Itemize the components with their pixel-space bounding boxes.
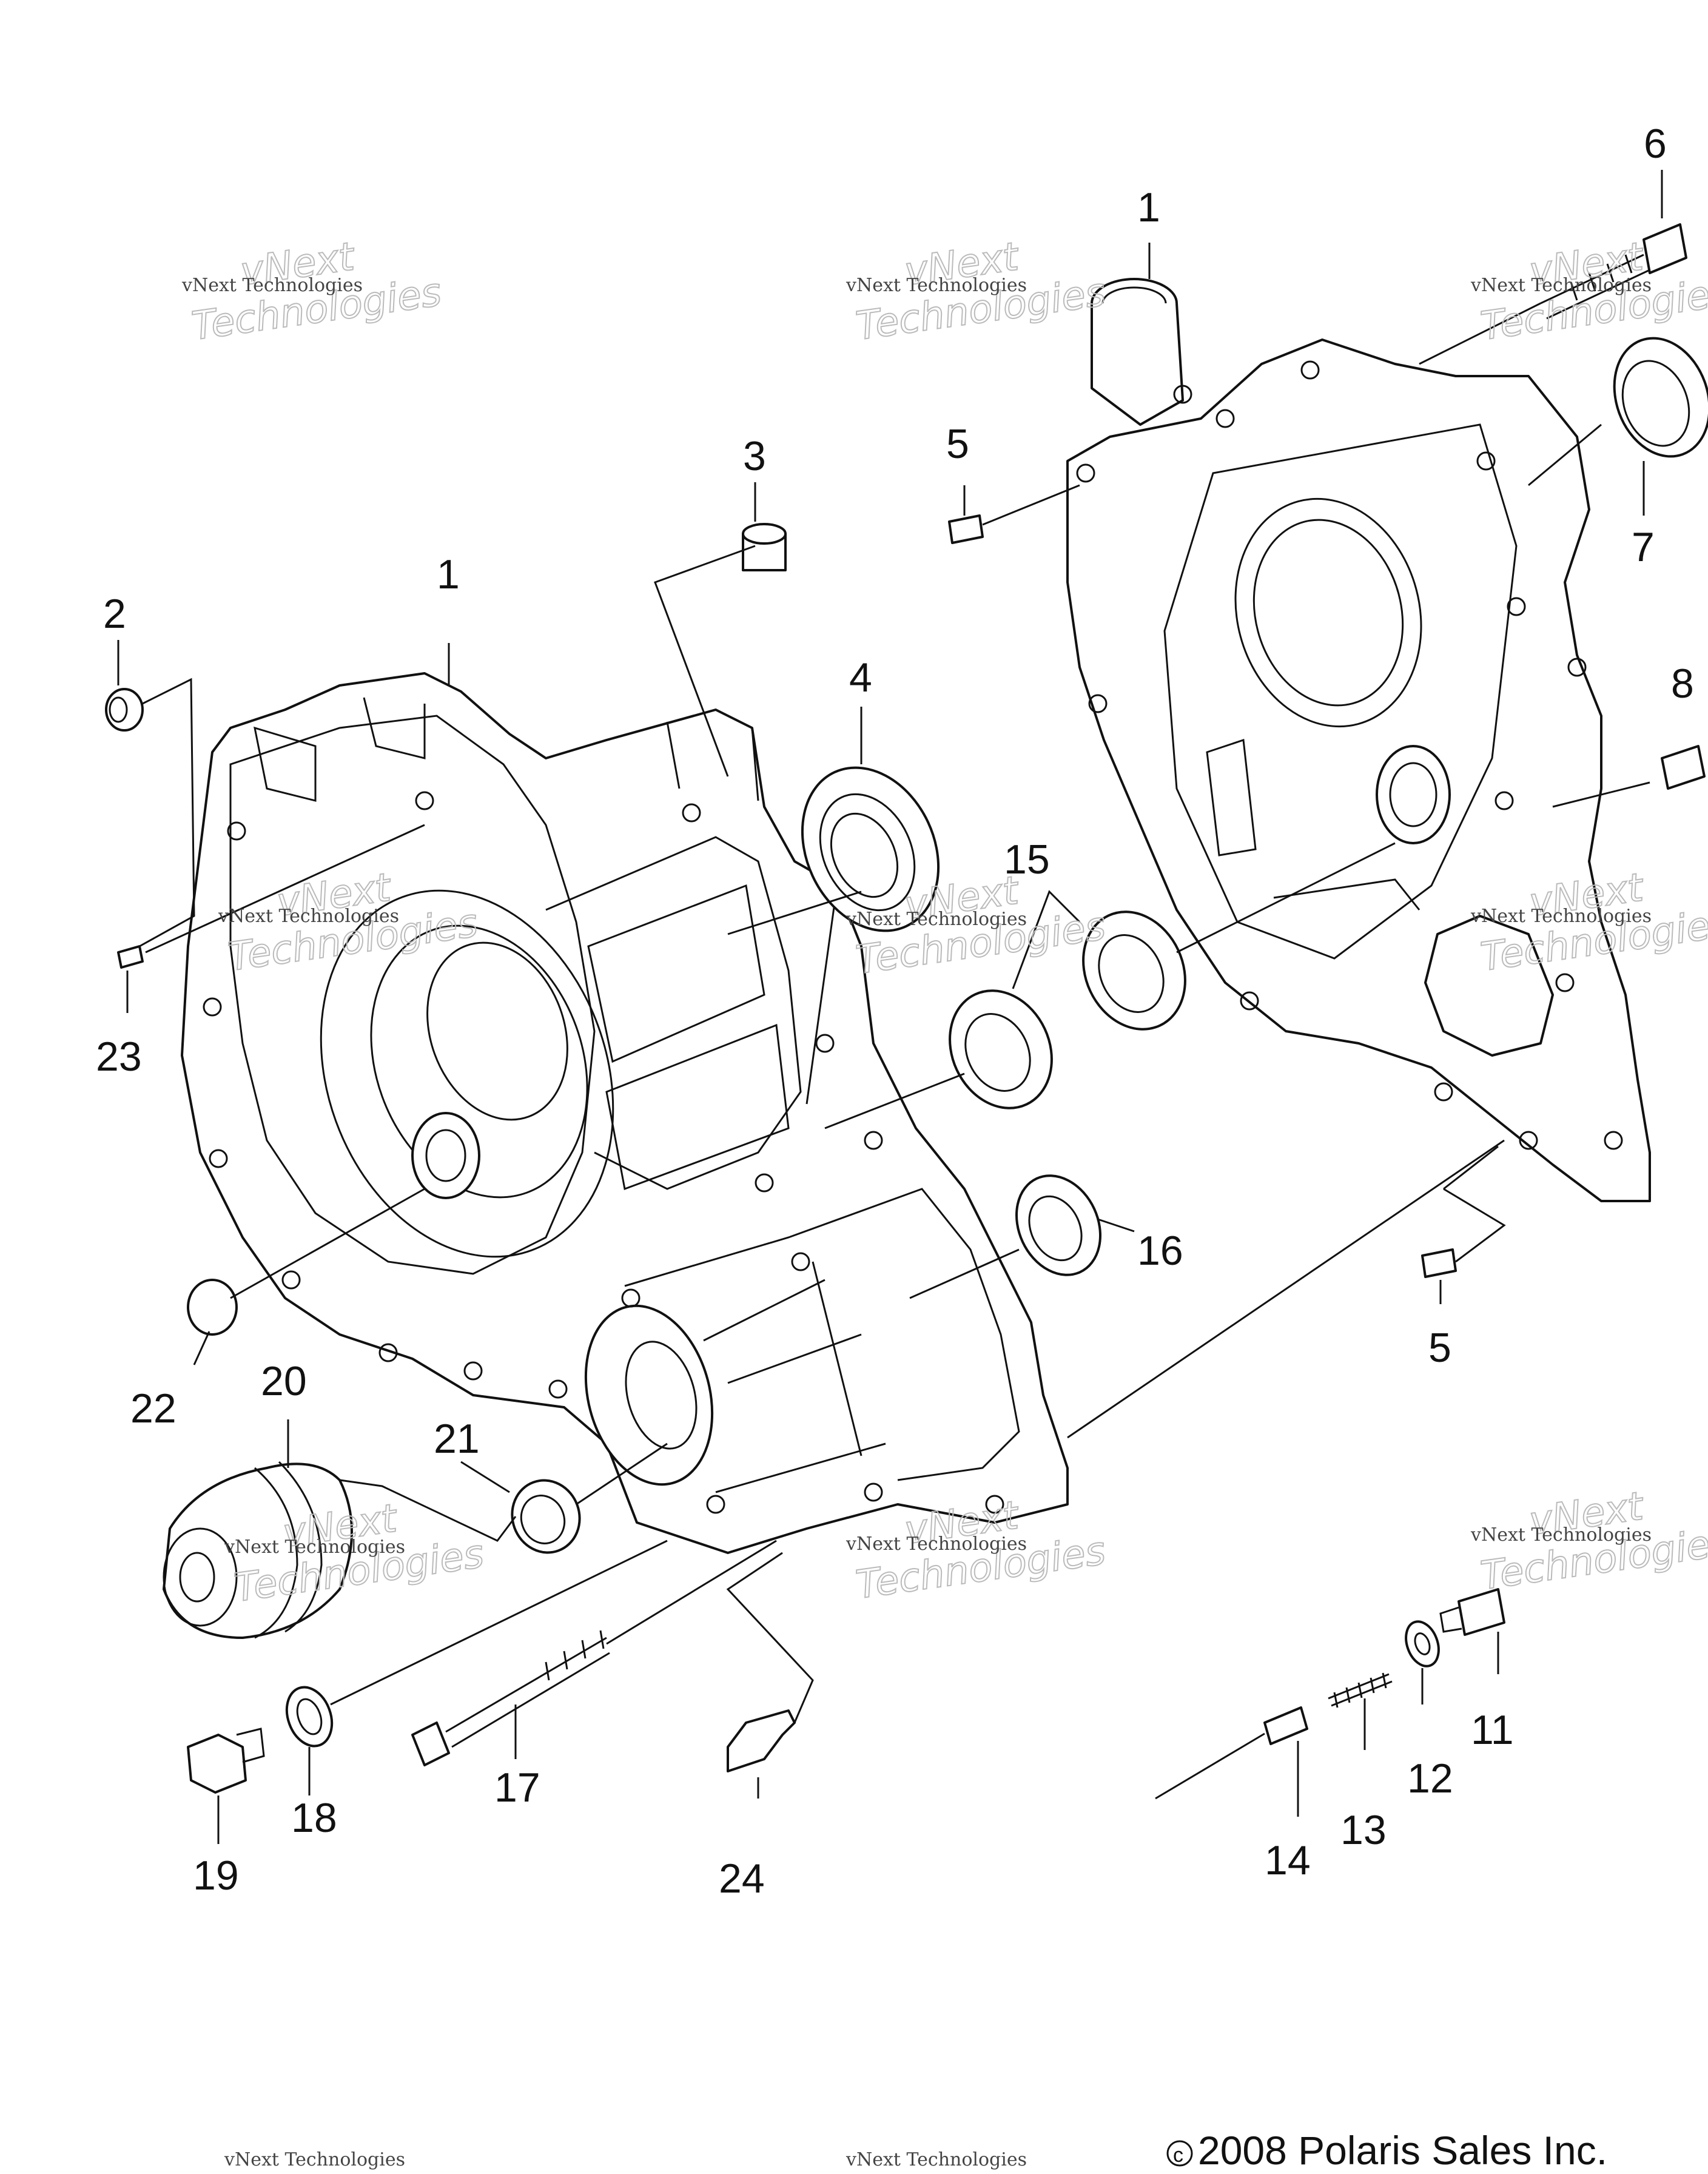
callout-5a: 5 (946, 421, 969, 467)
part-dowel-8 (1661, 745, 1706, 790)
watermark: vNext Technologies (224, 2149, 405, 2170)
watermark-text: vNext Technologies (846, 275, 1027, 296)
copyright-symbol-icon (1166, 2140, 1193, 2167)
callout-13: 13 (1340, 1807, 1387, 1853)
part-bearing-15b (949, 989, 1053, 1109)
callout-18: 18 (291, 1795, 337, 1841)
part-plug-19 (187, 1728, 265, 1794)
part-seal-21 (511, 1479, 581, 1554)
watermark-text: vNext Technologies (846, 1533, 1027, 1555)
callout-6: 6 (1644, 121, 1667, 167)
watermark-text: vNext Technologies (1470, 1524, 1652, 1546)
part-valve-14 (1155, 1706, 1308, 1800)
watermark: Technologies vNext vNext Technologies (181, 234, 445, 350)
part-dowel-pin-5-top (948, 514, 984, 544)
callout-labels: 1 1 2 3 4 5 5 6 7 8 11 12 13 14 15 16 17… (96, 121, 1694, 1902)
copyright-text: 2008 Polaris Sales Inc. (1198, 2128, 1607, 2173)
part-dowel-23 (117, 945, 144, 969)
leader-lines (117, 170, 1663, 1844)
callout-14: 14 (1265, 1837, 1311, 1883)
part-plug-22 (187, 1279, 238, 1336)
copyright-symbol-c: c (1173, 2144, 1183, 2167)
part-bearing-16 (1015, 1174, 1101, 1276)
part-dowel-pin-5-bottom (1421, 1248, 1457, 1278)
part-bearing-4 (801, 766, 940, 932)
callout-24: 24 (719, 1856, 765, 1902)
callout-4: 4 (849, 655, 872, 701)
part-bolt-6 (1540, 223, 1687, 320)
watermark-text: vNext Technologies (224, 2149, 405, 2170)
part-washer-12 (1405, 1620, 1440, 1668)
watermark-text: vNext Technologies (1470, 906, 1652, 927)
watermark-text: vNext Technologies (1470, 275, 1652, 296)
watermark-text: vNext Technologies (181, 275, 363, 296)
callout-16: 16 (1137, 1228, 1183, 1274)
watermark-text: vNext Technologies (846, 909, 1027, 930)
callout-2: 2 (103, 591, 126, 637)
callout-3: 3 (743, 433, 766, 479)
callout-19: 19 (193, 1853, 239, 1899)
part-bolt-17 (411, 1630, 610, 1766)
left-crankcase-half (181, 672, 1069, 1554)
callout-12: 12 (1407, 1755, 1453, 1802)
watermark-text: vNext Technologies (846, 2149, 1027, 2170)
copyright-notice: c 2008 Polaris Sales Inc. (1166, 2128, 1607, 2173)
callout-11: 11 (1471, 1707, 1514, 1753)
part-plug-11 (1439, 1588, 1505, 1636)
part-seal-7 (1613, 337, 1708, 458)
part-washer-18 (285, 1686, 334, 1748)
watermark: Technologies vNext vNext Technologies (846, 1492, 1109, 1609)
callout-21: 21 (434, 1416, 480, 1462)
watermark: vNext Technologies (846, 2149, 1027, 2170)
watermark-text: vNext Technologies (224, 1536, 405, 1558)
callout-5b: 5 (1428, 1325, 1451, 1371)
callout-1a: 1 (437, 551, 460, 597)
part-spring-13 (1328, 1672, 1393, 1708)
callout-22: 22 (130, 1385, 177, 1432)
watermark: Technologies vNext vNext Technologies (1470, 1483, 1708, 1600)
part-bearing-15a (1082, 910, 1186, 1031)
part-jet-24 (727, 1709, 796, 1772)
callout-1b: 1 (1137, 184, 1160, 231)
part-dowel-2 (105, 688, 144, 732)
callout-20: 20 (261, 1358, 307, 1404)
callout-23: 23 (96, 1034, 142, 1080)
callout-15: 15 (1004, 836, 1050, 883)
callout-7: 7 (1632, 524, 1655, 570)
callout-17: 17 (494, 1765, 540, 1811)
watermark-text: vNext Technologies (218, 906, 399, 927)
callout-8: 8 (1671, 661, 1694, 707)
part-dowel-3 (742, 523, 787, 571)
right-crankcase-half (1066, 278, 1651, 1202)
watermark: Technologies vNext vNext Technologies (846, 234, 1109, 350)
part-pulley-20 (163, 1461, 353, 1639)
